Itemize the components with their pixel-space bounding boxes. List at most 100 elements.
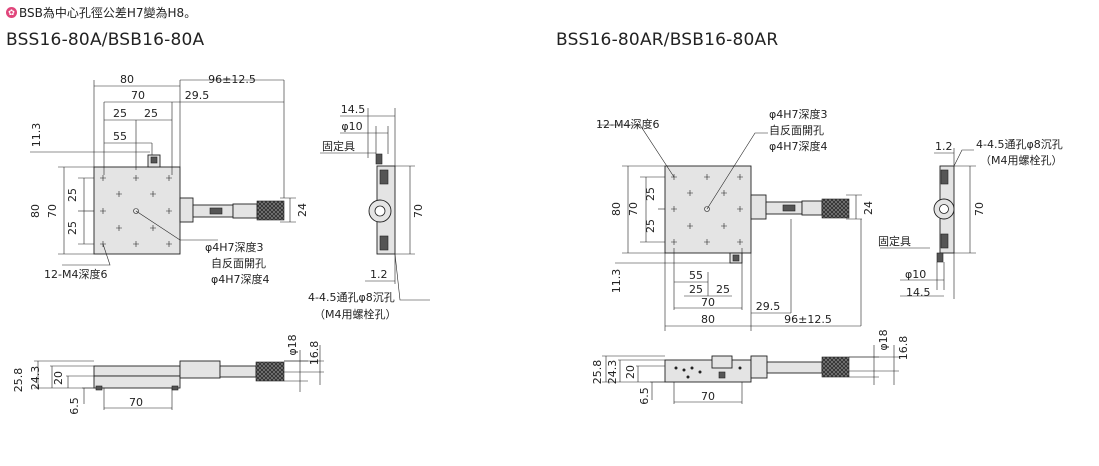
r-d96: 96±12.5 (784, 313, 832, 326)
right-micro-thimble (801, 200, 823, 216)
ls-hole1: 4-4.5通孔φ8沉孔 (308, 291, 395, 304)
r-rev1: 自反面開孔 (769, 124, 824, 137)
rs-phi10: φ10 (905, 268, 926, 281)
l-d80: 80 (120, 73, 134, 86)
l-m4: 12-M4深度6 (44, 267, 107, 281)
ls-hole2: （M4用螺栓孔） (314, 307, 397, 321)
l-d25a: 25 (113, 107, 127, 120)
l-d25v2: 25 (66, 221, 79, 235)
rf-micro-knurl (821, 356, 850, 378)
right-micro-scale (782, 204, 796, 212)
left-side-top-clamp (379, 169, 389, 185)
r-d29: 29.5 (756, 300, 781, 313)
rs-hole1: 4-4.5通孔φ8沉孔 (976, 138, 1063, 151)
right-micro-knurl (821, 198, 850, 219)
rf-screw (718, 371, 726, 379)
left-top-view: 80 96±12.5 70 29.5 25 25 55 11.3 80 70 2… (29, 73, 309, 286)
rf-clamp (711, 355, 733, 369)
rf-micro-mount (750, 355, 768, 379)
right-side-bottom-clamp (940, 233, 949, 249)
rf-d65: 6.5 (638, 387, 651, 405)
right-top-view: 12-M4深度6 φ4H7深度3 自反面開孔 φ4H7深度4 80 70 25 … (596, 107, 875, 331)
flower-icon: ✿ (6, 7, 17, 18)
rs-d12: 1.2 (935, 140, 953, 153)
rf-micro-sleeve (766, 361, 823, 374)
left-side-view: 14.5 φ10 固定具 70 1.2 4-4.5通孔φ8沉孔 （M4用螺栓孔） (308, 103, 430, 321)
rs-d145: 14.5 (906, 286, 931, 299)
left-micro-thimble (232, 203, 258, 219)
l-d80v: 80 (29, 204, 42, 218)
rs-fix: 固定具 (878, 234, 911, 248)
lf-bottom-plate (93, 375, 181, 389)
left-micro-mount (179, 197, 194, 223)
rf-phi18: φ18 (877, 329, 890, 350)
rf-d70: 70 (701, 390, 715, 403)
l-d25v1: 25 (66, 188, 79, 202)
r-d113: 11.3 (610, 269, 623, 294)
right-side-top-clamp (940, 169, 949, 185)
r-d25a: 25 (689, 283, 703, 296)
ls-d145: 14.5 (341, 103, 366, 116)
l-d29: 29.5 (185, 89, 210, 102)
r-d70v: 70 (627, 202, 640, 216)
rf-body (664, 359, 752, 383)
r-d25b: 25 (716, 283, 730, 296)
left-title: BSS16-80A/BSB16-80A (6, 30, 205, 50)
lf-foot2 (171, 385, 179, 391)
lf-phi18: φ18 (286, 334, 299, 355)
left-micro-scale (209, 207, 223, 215)
l-d25b: 25 (144, 107, 158, 120)
left-front-view: φ18 16.8 25.8 24.3 20 6.5 70 (12, 334, 324, 415)
left-side-fixture (375, 153, 383, 165)
lf-d168: 16.8 (308, 341, 321, 366)
lf-d243: 24.3 (29, 366, 42, 391)
lf-d20: 20 (52, 371, 65, 385)
l-d55: 55 (113, 130, 127, 143)
ls-d12: 1.2 (370, 268, 388, 281)
left-stage-body (93, 166, 181, 255)
lf-d65: 6.5 (68, 397, 81, 415)
lf-micro-knurl (255, 361, 285, 382)
ls-d70: 70 (412, 204, 425, 218)
rf-d168: 16.8 (897, 336, 910, 361)
rs-hole2: （M4用螺栓孔） (980, 153, 1063, 167)
left-micro-knurl (256, 200, 285, 221)
r-m4: 12-M4深度6 (596, 117, 659, 131)
l-d96: 96±12.5 (208, 73, 256, 86)
ls-phi10: φ10 (341, 120, 362, 133)
right-front-view: φ18 16.8 25.8 24.3 20 6.5 70 (591, 329, 910, 404)
lf-top-plate (93, 365, 181, 377)
lf-micro-sleeve (219, 365, 257, 378)
right-micro-mount (750, 194, 767, 220)
left-clamp-screw (150, 156, 158, 164)
rf-d243: 24.3 (606, 360, 619, 385)
r-rev2: φ4H7深度4 (769, 139, 828, 153)
l-d70: 70 (131, 89, 145, 102)
r-d24: 24 (862, 201, 875, 215)
l-d24: 24 (296, 203, 309, 217)
note: ✿ BSB為中心孔徑公差H7變為H8。 (6, 4, 196, 21)
r-d55: 55 (689, 269, 703, 282)
left-side-bottom-clamp (379, 235, 389, 251)
r-d25v1: 25 (644, 187, 657, 201)
r-d25v2: 25 (644, 219, 657, 233)
r-phi4: φ4H7深度3 (769, 107, 828, 121)
l-d70v: 70 (46, 204, 59, 218)
rs-d70: 70 (973, 202, 986, 216)
lf-micro-mount (179, 360, 221, 379)
lf-d258: 25.8 (12, 368, 25, 393)
note-text: BSB為中心孔徑公差H7變為H8。 (19, 6, 197, 20)
l-phi4: φ4H7深度3 (205, 240, 264, 254)
lf-d70: 70 (129, 396, 143, 409)
r-d70: 70 (701, 296, 715, 309)
rf-d20: 20 (624, 365, 637, 379)
l-rev1: 自反面開孔 (211, 257, 266, 270)
rf-d258: 25.8 (591, 360, 604, 385)
right-title: BSS16-80AR/BSB16-80AR (556, 30, 779, 50)
l-d113: 11.3 (30, 123, 43, 148)
right-clamp-screw (732, 254, 740, 262)
right-side-view: 1.2 4-4.5通孔φ8沉孔 （M4用螺栓孔） 70 固定具 φ10 14.5 (878, 138, 1063, 299)
ls-fix: 固定具 (322, 139, 355, 153)
right-stage-body (664, 165, 752, 254)
